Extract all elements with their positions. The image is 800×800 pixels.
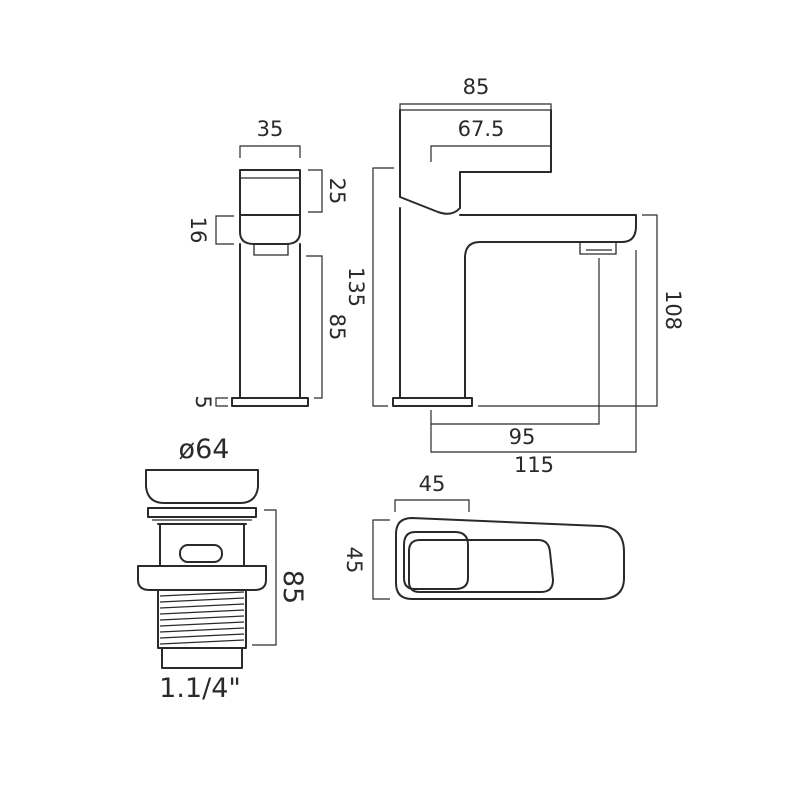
dim-line-25 — [308, 169, 323, 213]
waste-thread — [157, 589, 247, 649]
dim-line-45-side — [372, 519, 390, 600]
side-handle — [239, 169, 301, 216]
dim-line-115 — [430, 250, 637, 453]
front-handle — [399, 109, 552, 215]
dim-line-67 — [430, 145, 552, 162]
dim-line-35 — [239, 145, 301, 158]
waste-cap — [145, 469, 259, 504]
dim-top-width: 45 — [419, 472, 446, 496]
dim-front-total-height: 135 — [344, 267, 368, 307]
side-view: 35 25 16 85 5 — [186, 117, 349, 409]
dim-line-5 — [215, 397, 228, 407]
dim-side-handle-height: 25 — [325, 178, 349, 205]
side-base — [231, 397, 309, 407]
dim-line-16 — [215, 215, 234, 245]
dim-side-lever-gap: 16 — [186, 217, 210, 244]
top-base-square — [403, 531, 469, 590]
top-view: 45 45 — [342, 472, 625, 600]
side-lever — [239, 214, 301, 245]
front-aerator — [579, 242, 617, 255]
waste-thread-lines — [159, 591, 245, 645]
side-aerator — [253, 244, 289, 256]
waste-body — [157, 523, 247, 567]
dim-line-85-side — [306, 255, 323, 399]
dim-front-spout-height: 108 — [661, 290, 685, 330]
dim-top-depth: 45 — [342, 547, 366, 574]
top-lever-outer — [395, 517, 625, 600]
top-handle — [408, 539, 554, 593]
dim-line-108 — [478, 214, 658, 407]
dim-waste-height: 85 — [277, 570, 308, 604]
waste-view: ø64 85 1.1/4" — [137, 434, 308, 704]
dim-front-handle-length: 85 — [463, 75, 490, 99]
dim-front-projection: 115 — [514, 453, 554, 477]
dim-line-85-top — [399, 103, 552, 116]
waste-tail — [161, 647, 243, 669]
dim-side-width: 35 — [257, 117, 284, 141]
dim-line-85-waste — [252, 509, 277, 646]
dim-line-135 — [372, 167, 394, 407]
dim-side-base-height: 5 — [191, 395, 215, 408]
dim-waste-diameter: ø64 — [179, 434, 230, 465]
dim-waste-thread: 1.1/4" — [159, 673, 241, 704]
front-body — [399, 207, 637, 399]
dim-line-95 — [430, 258, 600, 425]
dim-line-45-top — [394, 499, 470, 512]
waste-flange — [147, 507, 257, 518]
waste-overflow-slot — [179, 544, 223, 563]
dim-front-spout-reach: 95 — [509, 425, 536, 449]
dim-front-handle-inner: 67.5 — [458, 117, 505, 141]
front-view: 85 67.5 135 108 95 115 — [344, 75, 685, 477]
side-body — [239, 243, 301, 399]
front-base — [392, 397, 473, 407]
waste-nut — [137, 565, 267, 591]
dim-side-body-height: 85 — [325, 314, 349, 341]
